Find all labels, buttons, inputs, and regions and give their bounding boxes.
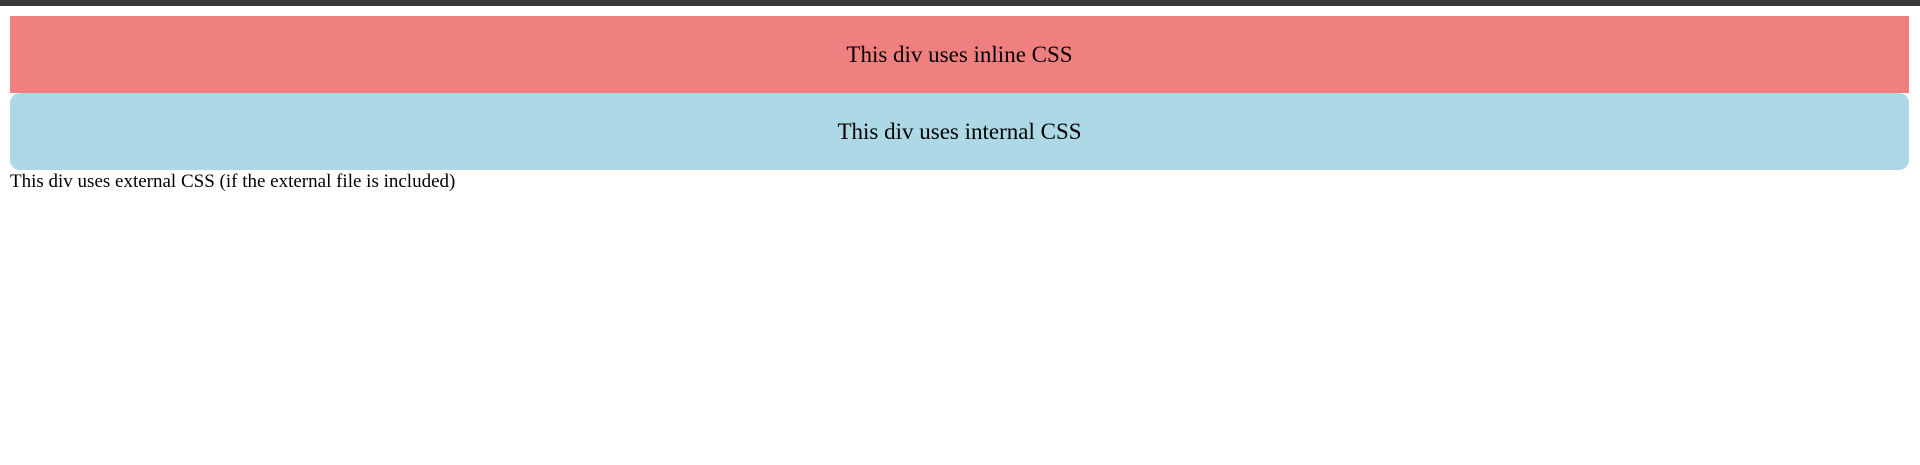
internal-css-div: This div uses internal CSS	[10, 93, 1909, 170]
external-css-div: This div uses external CSS (if the exter…	[10, 170, 1909, 193]
external-css-text: This div uses external CSS (if the exter…	[10, 171, 456, 192]
page-content: This div uses inline CSS This div uses i…	[10, 16, 1909, 193]
inline-css-div: This div uses inline CSS	[10, 16, 1909, 93]
inline-css-text: This div uses inline CSS	[846, 41, 1073, 67]
internal-css-text: This div uses internal CSS	[837, 118, 1082, 144]
browser-top-bar	[0, 0, 1920, 6]
